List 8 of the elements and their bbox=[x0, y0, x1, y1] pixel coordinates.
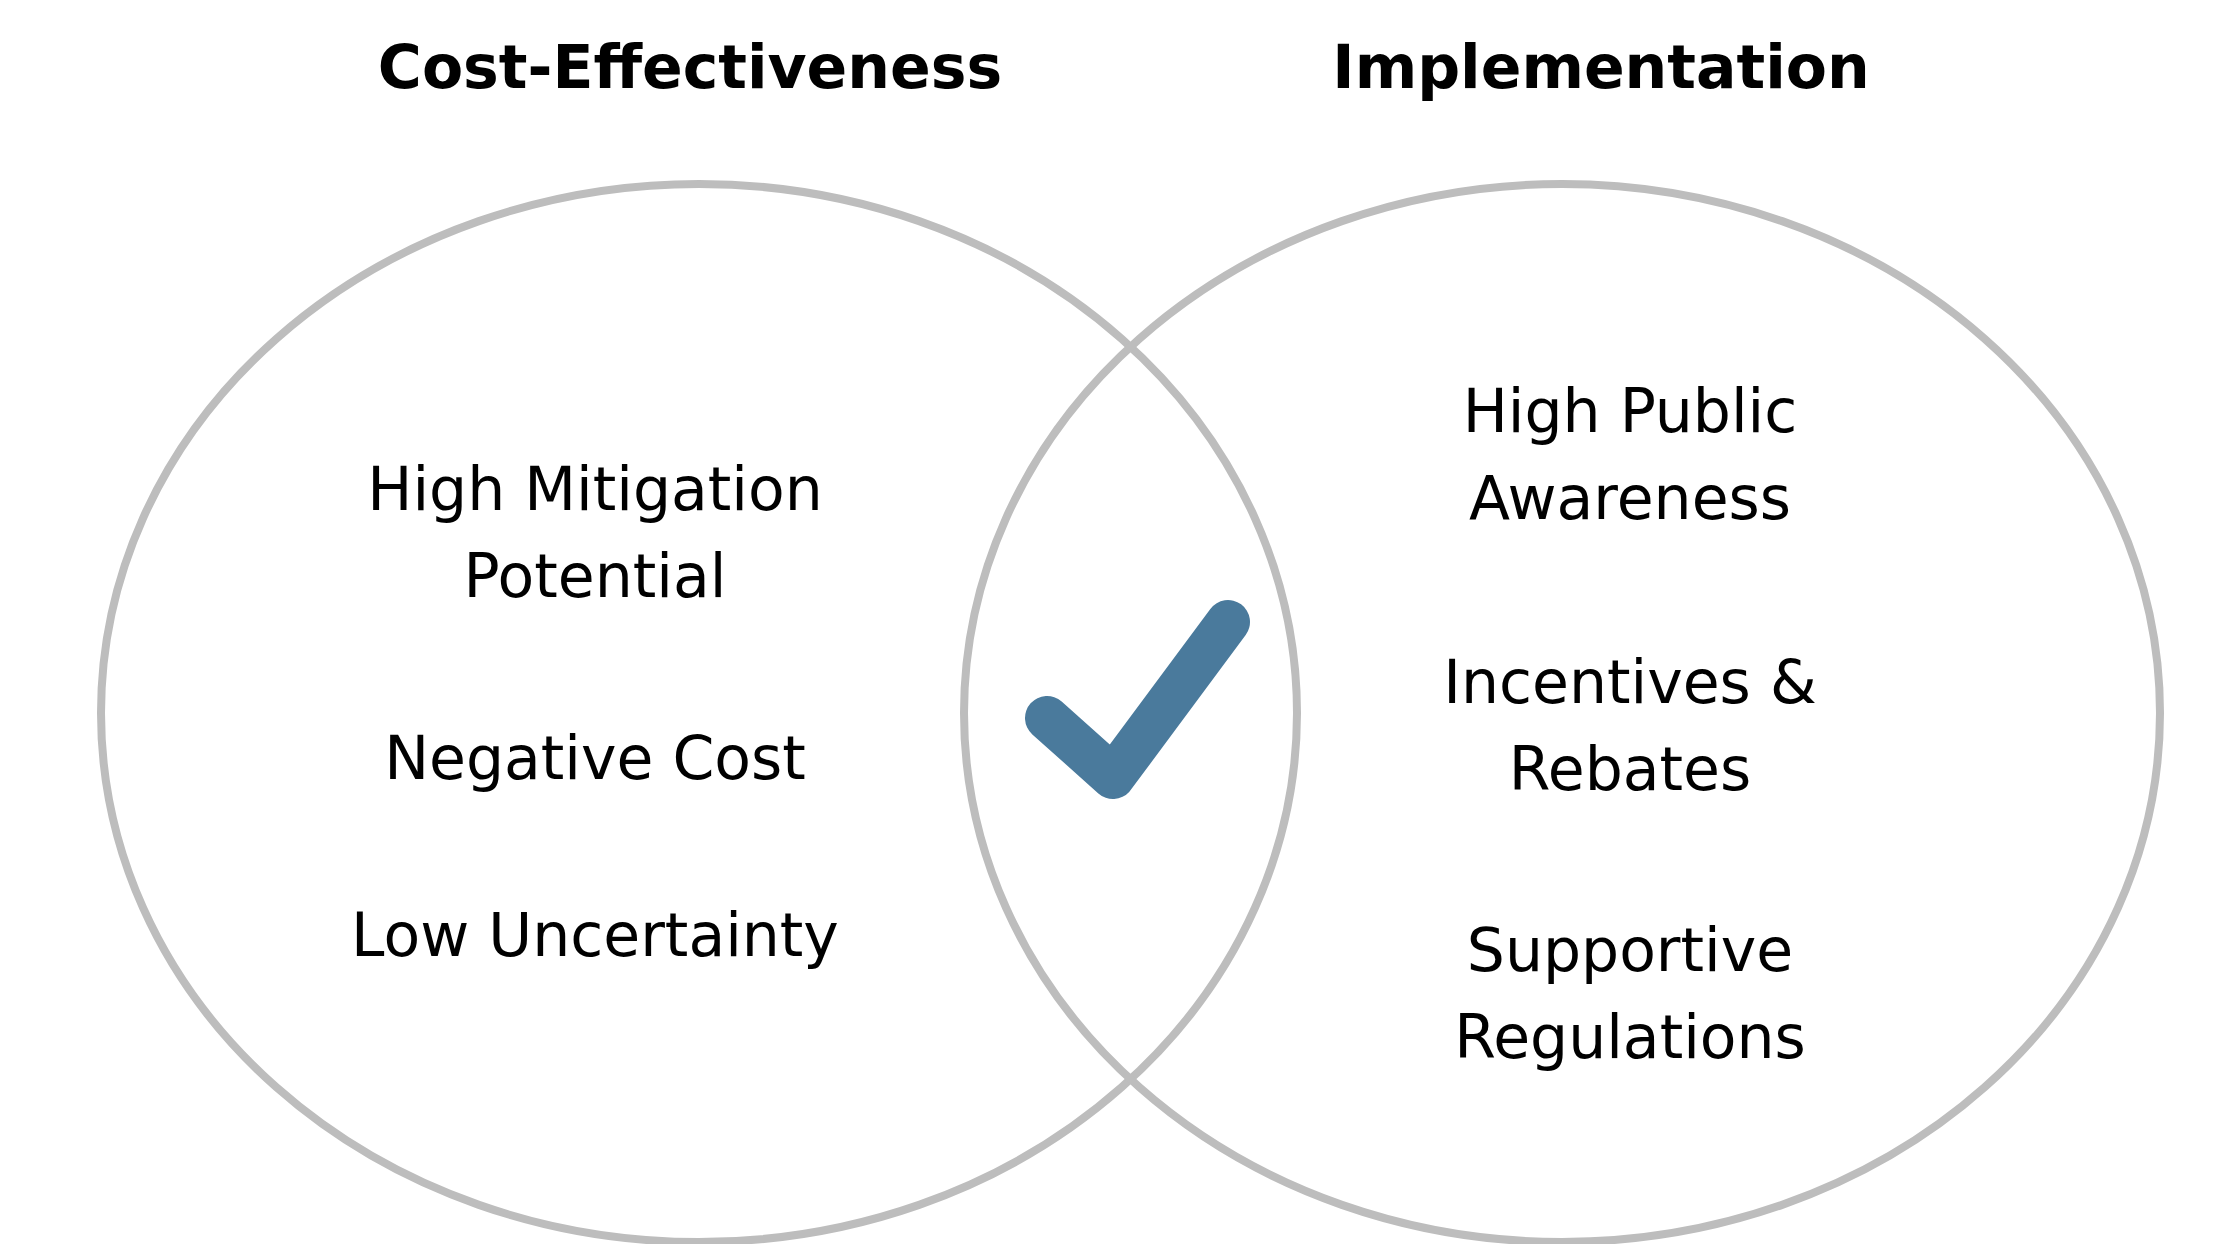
circle-heading: Cost-Effectiveness bbox=[377, 31, 1003, 102]
circle-heading: Implementation bbox=[1332, 31, 1870, 102]
criterion-text: Supportive Regulations bbox=[1454, 915, 1806, 1072]
criterion-text: Negative Cost bbox=[384, 722, 806, 793]
criterion-text: High Public Awareness bbox=[1462, 376, 1798, 533]
criterion-text: High Mitigation Potential bbox=[367, 454, 823, 611]
criterion-text: Incentives & Rebates bbox=[1443, 647, 1817, 804]
criterion-text: Low Uncertainty bbox=[351, 899, 839, 970]
